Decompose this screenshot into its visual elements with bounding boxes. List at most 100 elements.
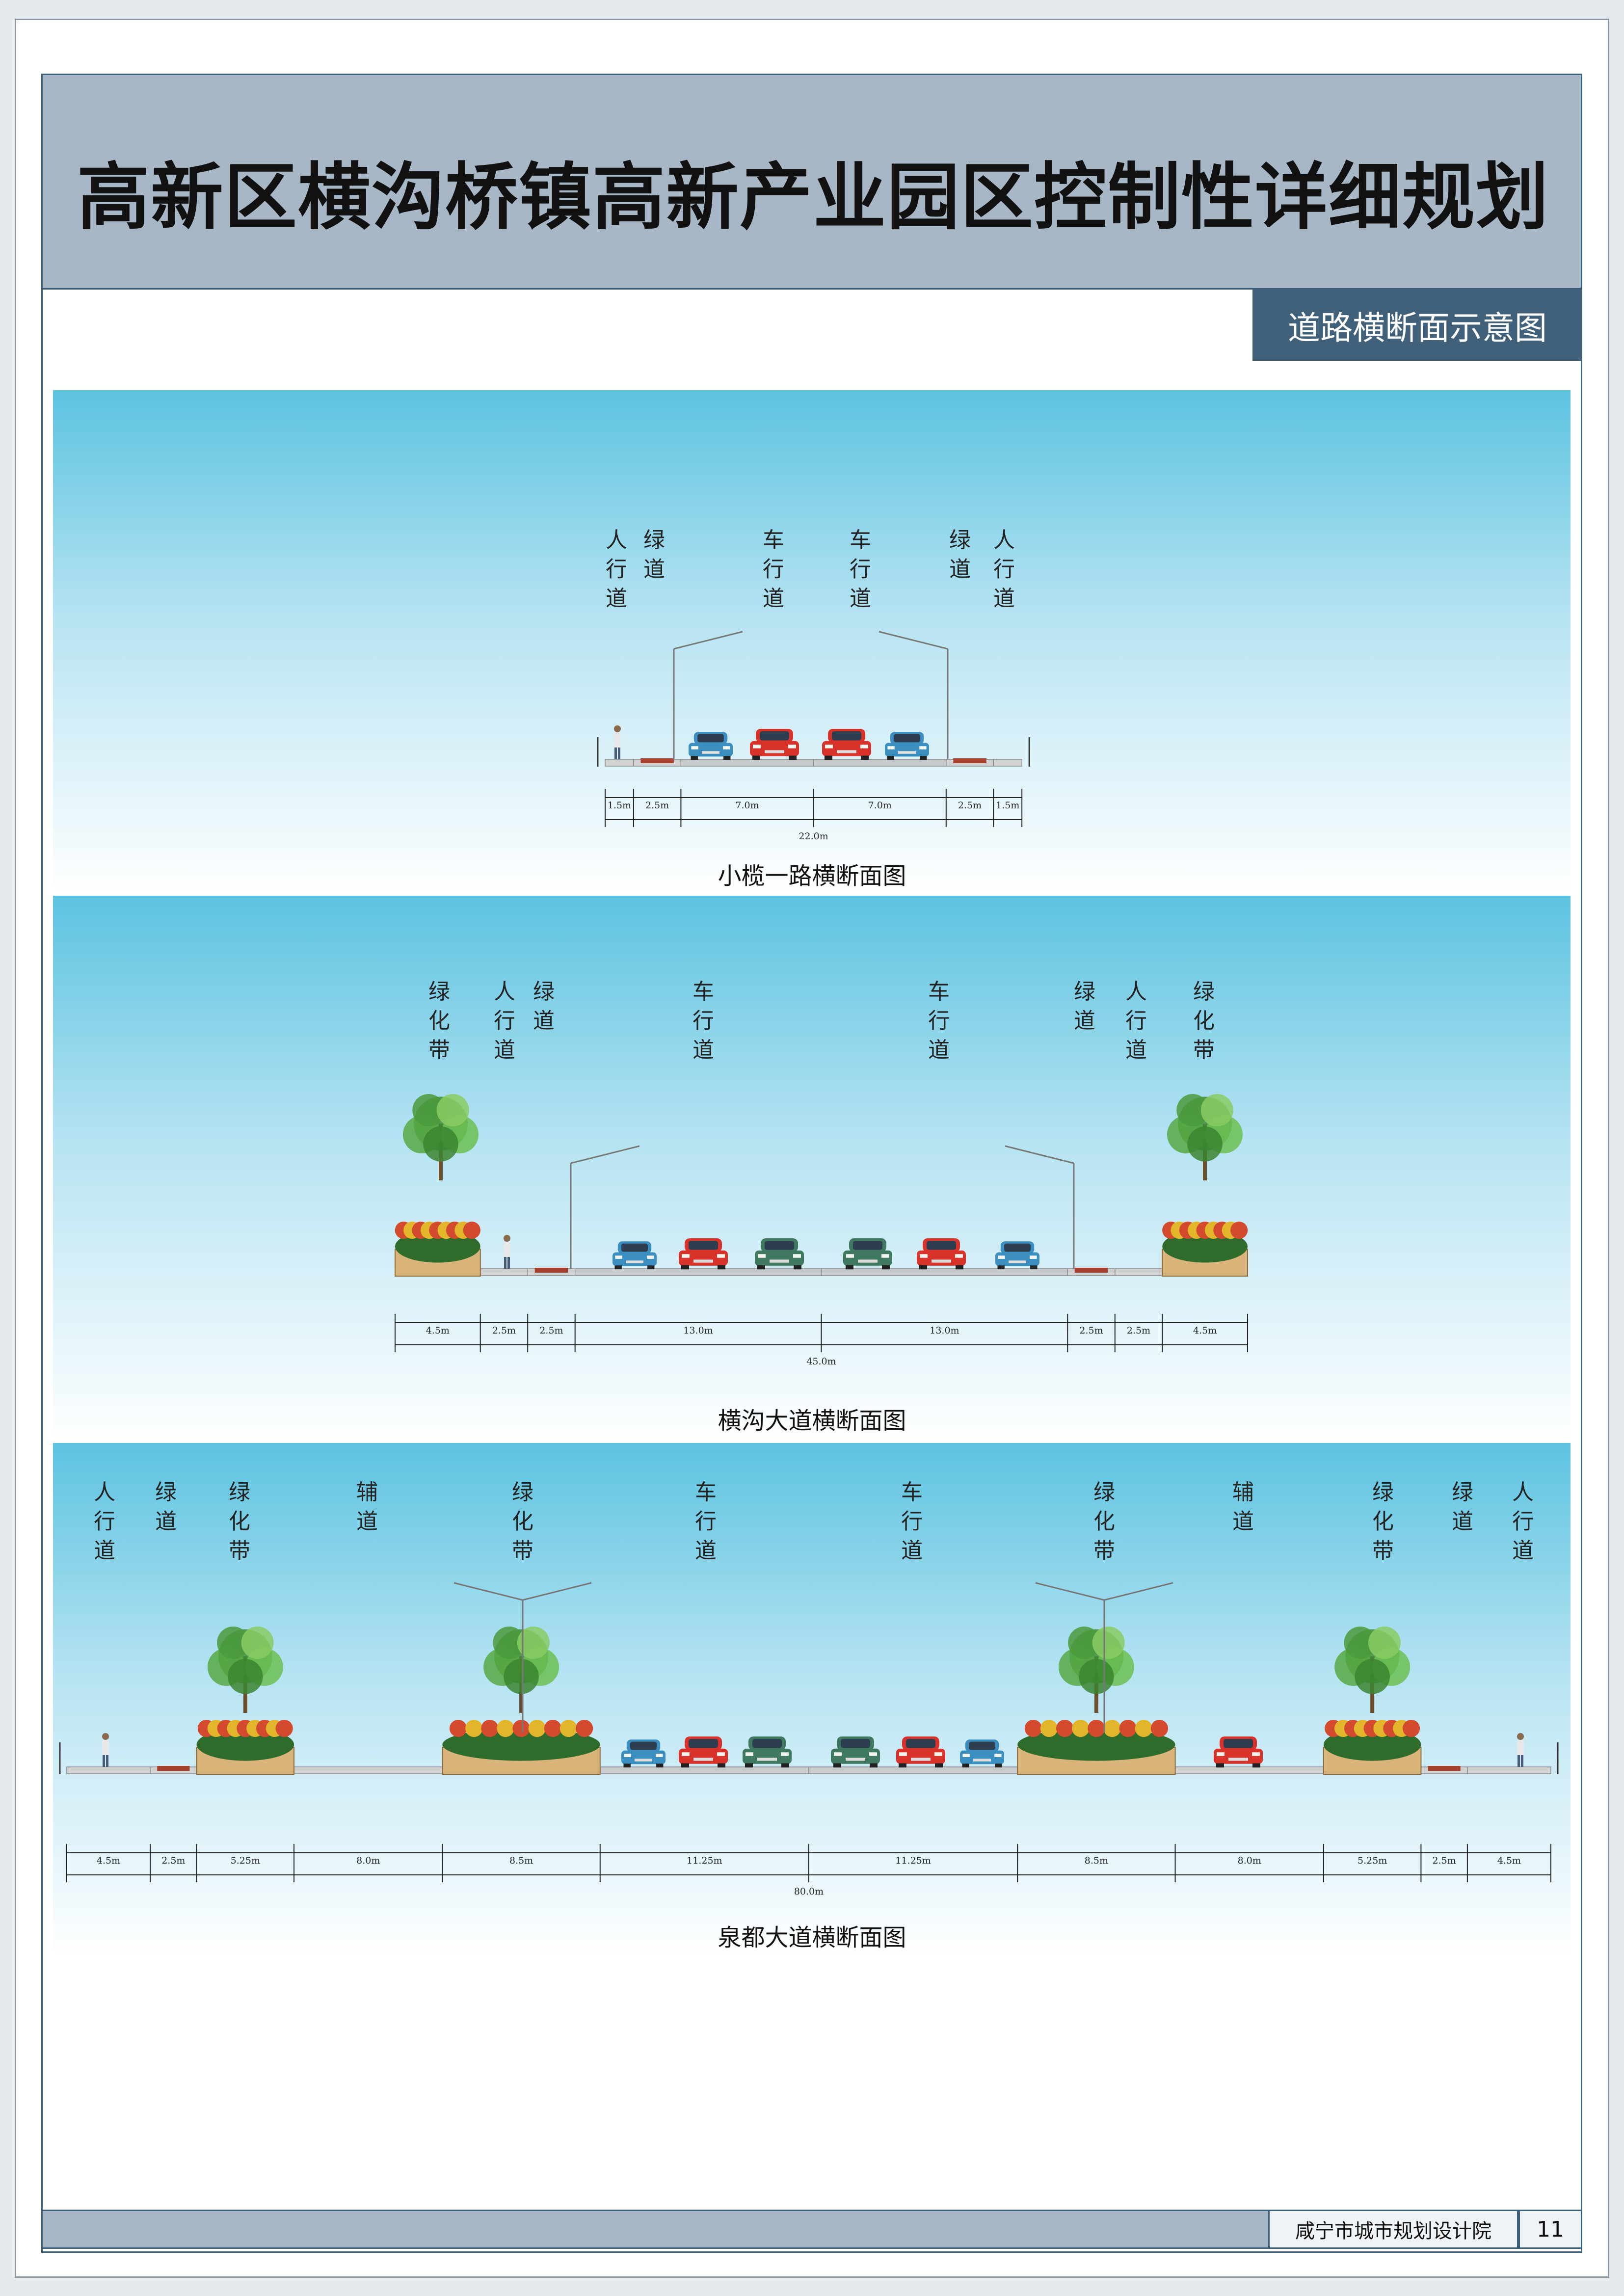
road-segment — [993, 759, 1022, 767]
svg-text:2.5m: 2.5m — [1127, 1325, 1150, 1336]
svg-text:道: 道 — [494, 1038, 515, 1063]
svg-text:行: 行 — [1125, 1008, 1147, 1033]
svg-text:22.0m: 22.0m — [799, 831, 828, 842]
greenway-strip — [1428, 1766, 1461, 1771]
svg-text:13.0m: 13.0m — [683, 1325, 713, 1336]
svg-text:绿: 绿 — [428, 979, 450, 1004]
car — [822, 729, 871, 760]
svg-text:化: 化 — [229, 1509, 250, 1534]
section-label: 人行道 — [1512, 1480, 1534, 1563]
section-label: 绿化带 — [512, 1480, 533, 1563]
section-label: 绿化带 — [229, 1480, 250, 1563]
svg-text:绿: 绿 — [155, 1480, 177, 1505]
svg-text:人: 人 — [494, 979, 515, 1004]
greenway-strip — [534, 1268, 568, 1273]
svg-text:2.5m: 2.5m — [645, 800, 669, 811]
svg-text:人: 人 — [993, 528, 1015, 553]
road-segment — [1467, 1766, 1551, 1774]
svg-text:7.0m: 7.0m — [735, 800, 759, 811]
footer-organization: 咸宁市城市规划设计院 — [1268, 2210, 1518, 2249]
svg-text:绿: 绿 — [949, 528, 971, 553]
car — [995, 1241, 1039, 1270]
section-label: 绿道 — [643, 528, 665, 582]
svg-text:2.5m: 2.5m — [161, 1855, 185, 1866]
svg-text:4.5m: 4.5m — [97, 1855, 120, 1866]
svg-text:2.5m: 2.5m — [958, 800, 982, 811]
road-segment — [574, 1268, 822, 1276]
svg-text:人: 人 — [1125, 979, 1147, 1004]
page-title: 高新区横沟桥镇高新产业园区控制性详细规划 — [77, 155, 1549, 240]
road-segment — [605, 759, 634, 767]
tree — [1058, 1627, 1134, 1713]
pedestrian-figure — [102, 1733, 109, 1767]
section-label: 绿化带 — [428, 979, 450, 1063]
street-lamp — [1005, 1145, 1075, 1269]
svg-text:道: 道 — [695, 1538, 717, 1563]
svg-text:道: 道 — [850, 586, 871, 611]
svg-text:2.5m: 2.5m — [1433, 1855, 1456, 1866]
svg-text:4.5m: 4.5m — [426, 1325, 450, 1336]
svg-text:45.0m: 45.0m — [806, 1356, 836, 1367]
svg-text:化: 化 — [1193, 1008, 1215, 1033]
svg-text:行: 行 — [850, 557, 871, 582]
planter-box — [395, 1221, 481, 1277]
svg-text:5.25m: 5.25m — [1358, 1855, 1387, 1866]
section-label: 辅道 — [356, 1480, 378, 1534]
caption-quandu-avenue: 泉都大道横断面图 — [718, 1924, 906, 1951]
svg-text:13.0m: 13.0m — [930, 1325, 959, 1336]
svg-text:道: 道 — [1074, 1008, 1095, 1033]
street-lamp — [570, 1145, 640, 1269]
svg-text:化: 化 — [1093, 1509, 1115, 1534]
svg-text:绿: 绿 — [229, 1480, 250, 1505]
svg-text:车: 车 — [901, 1480, 923, 1505]
svg-text:绿: 绿 — [533, 979, 555, 1004]
svg-text:车: 车 — [692, 979, 714, 1004]
svg-text:绿: 绿 — [1452, 1480, 1473, 1505]
section-label: 人行道 — [94, 1480, 115, 1563]
caption-xiaolan-road: 小榄一路横断面图 — [718, 862, 906, 890]
svg-text:11.25m: 11.25m — [687, 1855, 722, 1866]
section-label: 车行道 — [763, 528, 784, 611]
pedestrian-figure — [1517, 1733, 1524, 1767]
road-segment — [600, 1766, 809, 1774]
car — [960, 1739, 1004, 1768]
svg-text:绿: 绿 — [643, 528, 665, 553]
svg-text:辅: 辅 — [1232, 1480, 1254, 1505]
svg-text:道: 道 — [533, 1008, 555, 1033]
car — [612, 1241, 657, 1270]
svg-text:人: 人 — [606, 528, 627, 553]
greenway-strip — [157, 1766, 190, 1771]
svg-text:道: 道 — [763, 586, 784, 611]
greenway-strip — [640, 758, 674, 763]
car — [843, 1238, 892, 1270]
section-label: 绿化带 — [1372, 1480, 1394, 1563]
car — [750, 729, 799, 760]
svg-text:人: 人 — [94, 1480, 115, 1505]
tree — [403, 1094, 479, 1180]
street-lamp — [1035, 1582, 1105, 1733]
tree — [207, 1627, 283, 1713]
svg-text:8.0m: 8.0m — [1238, 1855, 1261, 1866]
section-label: 绿道 — [533, 979, 555, 1033]
section-label: 辅道 — [1232, 1480, 1254, 1534]
svg-text:带: 带 — [1193, 1038, 1215, 1063]
section-label: 人行道 — [1125, 979, 1147, 1063]
road-segment — [1174, 1766, 1324, 1774]
car — [831, 1736, 880, 1768]
pedestrian-figure — [504, 1235, 510, 1269]
car — [679, 1736, 728, 1768]
svg-text:带: 带 — [229, 1538, 250, 1563]
page-number: 11 — [1518, 2210, 1582, 2249]
svg-text:人: 人 — [1512, 1480, 1534, 1505]
road-segment — [808, 1766, 1018, 1774]
svg-text:道: 道 — [643, 557, 665, 582]
planter-box — [1017, 1719, 1176, 1775]
svg-text:行: 行 — [763, 557, 784, 582]
section-label: 绿道 — [1452, 1480, 1473, 1534]
